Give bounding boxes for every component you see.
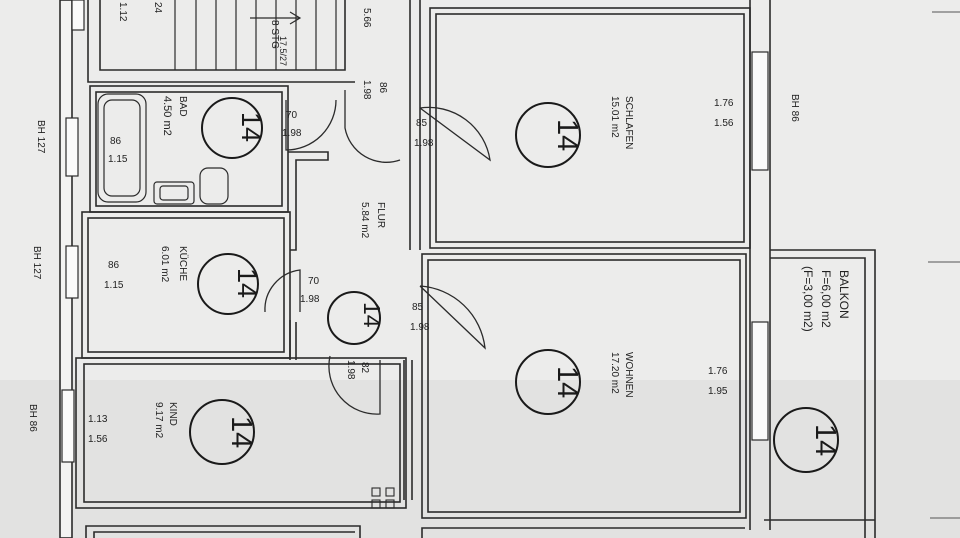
door-schlafen-width: 85 <box>416 118 428 129</box>
window-kind <box>61 389 75 463</box>
room-area-flur: 5.84 m2 <box>359 202 370 239</box>
balkon-area-half: (F=3,00 m2) <box>801 266 815 332</box>
door-wohnen <box>419 285 486 350</box>
stair-fragment-left: 1.12 <box>117 2 128 22</box>
door-kueche-width: 70 <box>308 276 320 287</box>
room-area-schlafen: 15.01 m2 <box>609 96 620 138</box>
room-markers: 14 14 14 14 14 14 14 <box>189 97 841 473</box>
window-bad-width: 86 <box>110 136 122 147</box>
room-name-balkon: BALKON <box>837 270 851 319</box>
stair-treads <box>174 0 337 70</box>
door-wohnen-width: 85 <box>412 302 424 313</box>
window-kueche-width: 86 <box>108 260 120 271</box>
window-schlafen-height: 1.56 <box>714 118 734 129</box>
stair-label: 8 STG <box>269 20 280 49</box>
door-kind <box>328 355 381 415</box>
window-kueche <box>65 245 79 299</box>
marker-number-kueche: 14 <box>232 268 262 298</box>
shaft-symbols <box>371 487 395 509</box>
room-name-wohnen: WOHNEN <box>623 352 634 398</box>
door-bad-width: 70 <box>286 110 298 121</box>
window-kind-width: 1.13 <box>88 414 108 425</box>
window-schlafen <box>751 51 769 171</box>
door-stair <box>344 90 401 163</box>
window-wohnen <box>751 321 769 441</box>
door-schlafen <box>419 106 491 162</box>
window-bad-height: 1.15 <box>108 154 128 165</box>
windows <box>61 0 769 463</box>
door-kind-width: 82 <box>359 362 370 374</box>
door-kind-height: 1.98 <box>345 360 356 380</box>
room-area-bad: 4.50 m2 <box>161 96 173 136</box>
stair-fragment-566: 5.66 <box>361 8 372 28</box>
parapet-kind: BH 86 <box>27 404 38 432</box>
window-bad <box>65 117 79 177</box>
window-wohnen-height: 1.95 <box>708 386 728 397</box>
door-kueche <box>264 269 301 313</box>
room-name-kind: KIND <box>167 402 178 426</box>
door-bad <box>285 99 337 151</box>
room-area-kind: 9.17 m2 <box>153 402 164 439</box>
parapet-bad: BH 127 <box>35 120 46 154</box>
bathtub <box>97 93 147 203</box>
room-name-bad: BAD <box>177 96 188 117</box>
marker-number-wohnen: 14 <box>551 366 583 398</box>
stair-dims: 17.5/27 <box>278 36 288 66</box>
parapet-schlafen: BH 86 <box>789 94 800 122</box>
sanitary-fixtures <box>97 93 229 205</box>
parapet-kueche: BH 127 <box>31 246 42 280</box>
doors <box>264 90 491 415</box>
marker-circle-bad <box>201 97 263 159</box>
marker-circle-wohnen <box>515 349 581 415</box>
sink <box>153 181 195 205</box>
window-kind-height: 1.56 <box>88 434 108 445</box>
marker-number-flur: 14 <box>359 302 385 328</box>
stair-fragment-top: 24 <box>152 2 163 14</box>
margin-marks <box>928 11 960 519</box>
door-stair-height: 1.98 <box>361 80 372 100</box>
marker-circle-flur <box>327 291 381 345</box>
balkon-area: F=6,00 m2 <box>819 270 833 328</box>
window-wohnen-width: 1.76 <box>708 366 728 377</box>
room-area-kueche: 6.01 m2 <box>159 246 170 283</box>
room-name-schlafen: SCHLAFEN <box>623 96 634 149</box>
marker-circle-balkon <box>773 407 839 473</box>
paper-shadow <box>0 380 960 538</box>
marker-number-bad: 14 <box>236 112 266 142</box>
room-name-flur: FLUR <box>375 202 386 228</box>
window-kueche-height: 1.15 <box>104 280 124 291</box>
marker-circle-kind <box>189 399 255 465</box>
marker-circle-schlafen <box>515 102 581 168</box>
marker-number-kind: 14 <box>225 416 257 448</box>
marker-number-balkon: 14 <box>809 424 841 456</box>
toilet <box>199 167 229 205</box>
room-name-kueche: KÜCHE <box>177 246 189 281</box>
door-bad-height: 1.98 <box>282 128 302 139</box>
room-area-wohnen: 17.20 m2 <box>609 352 620 394</box>
door-stair-width: 86 <box>377 82 388 94</box>
marker-number-schlafen: 14 <box>551 119 583 151</box>
window-schlafen-width: 1.76 <box>714 98 734 109</box>
door-wohnen-height: 1.98 <box>410 322 430 333</box>
window-stair <box>71 0 85 31</box>
marker-circle-kueche <box>197 253 259 315</box>
door-kueche-height: 1.98 <box>300 294 320 305</box>
door-schlafen-height: 1.98 <box>414 138 434 149</box>
